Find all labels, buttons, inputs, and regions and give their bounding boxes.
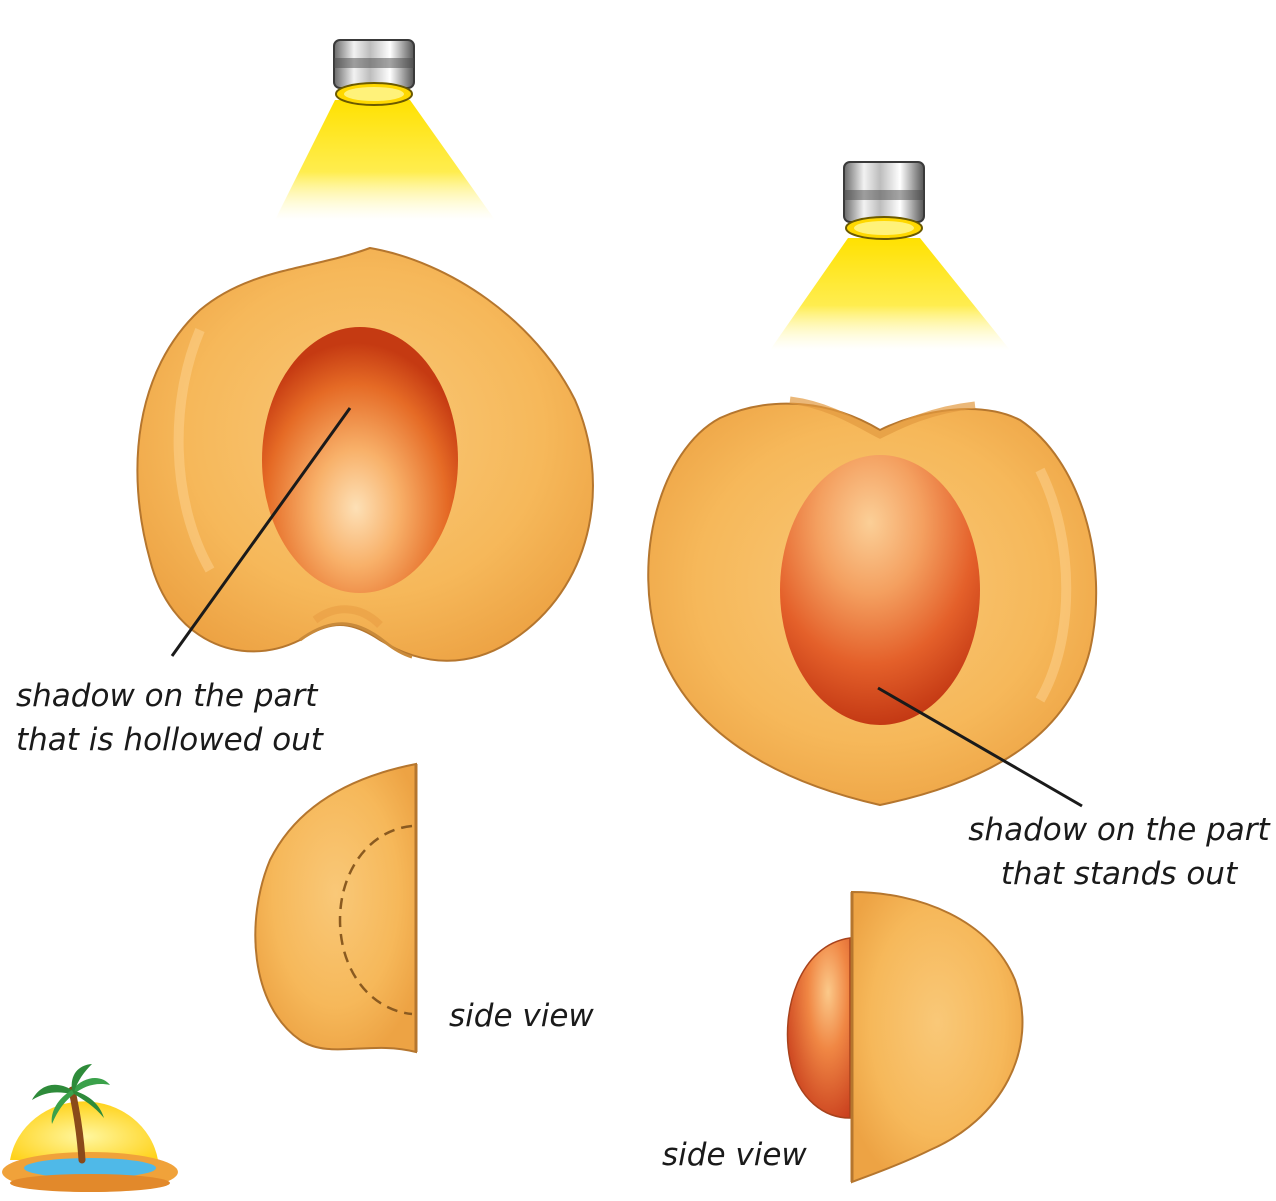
label-hollowed-line1: shadow on the part	[16, 678, 318, 714]
label-standout-line2: that stands out	[1000, 856, 1238, 892]
apricot-hollow-half	[136, 246, 594, 662]
apricot-standout-half	[647, 396, 1098, 807]
palm-island-icon	[2, 1064, 178, 1192]
label-hollowed-line2: that is hollowed out	[16, 722, 323, 758]
label-side-view-right: side view	[662, 1137, 807, 1173]
label-standout-line1: shadow on the part	[968, 812, 1270, 848]
hollow-pit	[262, 327, 458, 593]
side-view-hollow	[254, 762, 418, 1054]
spotlight-icon	[770, 161, 1010, 350]
label-side-view-left: side view	[449, 998, 594, 1034]
leader-line-hollow	[170, 407, 352, 657]
label-hollowed-shadow: shadow on the part that is hollowed out	[16, 674, 323, 762]
label-standout-shadow: shadow on the part that stands out	[966, 808, 1272, 896]
side-view-standout	[786, 890, 1024, 1184]
leader-line-standout	[877, 686, 1083, 808]
standout-pit	[780, 455, 980, 725]
spotlight-icon	[275, 39, 495, 220]
